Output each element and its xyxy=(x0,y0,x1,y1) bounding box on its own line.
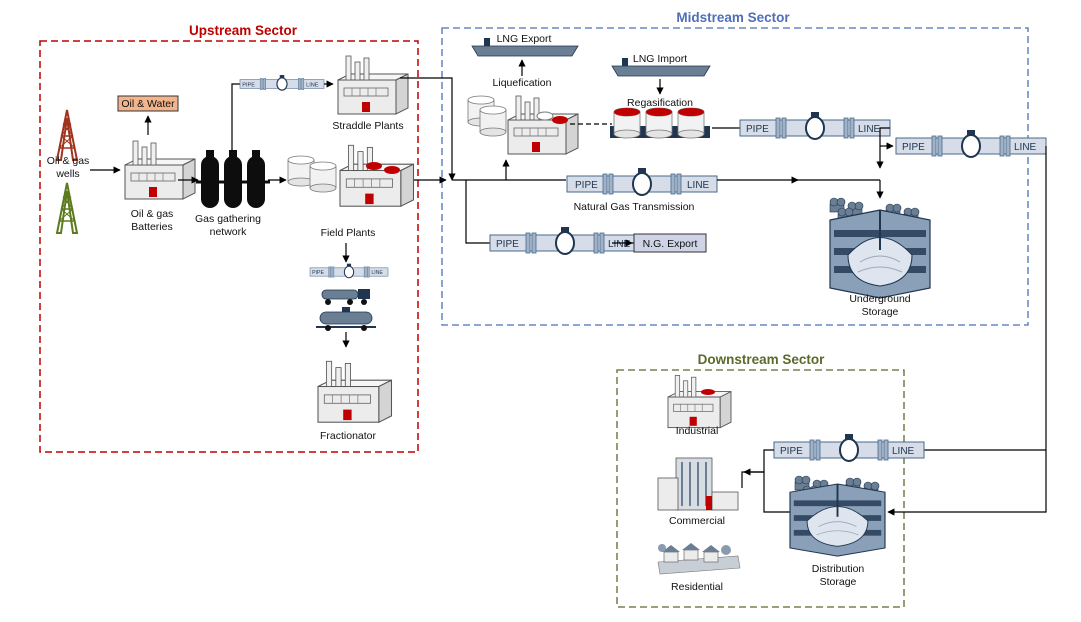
pipeline-downstream: PIPE LINE xyxy=(773,433,925,462)
gathering-label-line1: Gas gathering xyxy=(195,213,261,225)
regasification-label: Regasification xyxy=(627,97,693,109)
connector-regas-to-junction xyxy=(876,127,890,169)
arrow-to-commercial xyxy=(741,471,764,488)
midstream-sector-box xyxy=(441,27,1029,326)
tanker-truck-icon xyxy=(321,289,370,305)
lng-export-ship-icon xyxy=(471,38,579,57)
downstream-sector-box xyxy=(616,369,905,608)
svg-text:LINE: LINE xyxy=(892,446,915,457)
industrial-label: Industrial xyxy=(676,425,719,437)
svg-text:LINE: LINE xyxy=(306,82,319,88)
commercial-icon xyxy=(657,457,739,511)
straddle-plants-icon xyxy=(337,55,409,115)
svg-text:LINE: LINE xyxy=(608,239,631,250)
pipeline-to-fractionator: PIPE LINE xyxy=(309,263,389,279)
svg-text:LINE: LINE xyxy=(858,124,881,135)
pipeline-to-straddle: PIPE LINE xyxy=(239,74,325,91)
fractionator-icon xyxy=(317,360,393,423)
lng-export-label: LNG Export xyxy=(497,33,552,45)
commercial-label: Commercial xyxy=(669,515,725,527)
svg-text:PIPE: PIPE xyxy=(496,239,519,250)
svg-text:PIPE: PIPE xyxy=(575,180,598,191)
svg-text:PIPE: PIPE xyxy=(780,446,803,457)
rail-tank-car-icon xyxy=(316,307,376,331)
natural-gas-transmission-pipeline: PIPE LINE xyxy=(566,167,718,196)
svg-text:PIPE: PIPE xyxy=(746,124,769,135)
main-outbound-pipeline: PIPE LINE xyxy=(895,129,1047,158)
oil-water-box xyxy=(117,95,179,112)
svg-text:LINE: LINE xyxy=(371,270,383,276)
connector-gathering-up xyxy=(231,83,240,152)
batteries-label-line2: Batteries xyxy=(131,221,172,233)
gas-gathering-network-icon xyxy=(196,150,270,208)
distribution-storage-label-line2: Storage xyxy=(820,576,857,588)
svg-text:PIPE: PIPE xyxy=(242,82,255,88)
underground-storage-icon xyxy=(829,209,931,299)
lng-import-label: LNG Import xyxy=(633,53,687,65)
ng-export-box xyxy=(633,233,707,253)
distribution-storage-icon xyxy=(789,483,886,558)
connector-pipeline-to-consumers xyxy=(763,449,790,513)
upstream-sector-box xyxy=(39,40,419,453)
svg-text:PIPE: PIPE xyxy=(902,142,925,153)
fractionator-label: Fractionator xyxy=(320,430,377,442)
svg-text:LINE: LINE xyxy=(687,180,710,191)
straddle-label: Straddle Plants xyxy=(332,120,403,132)
liquefication-plant-icon xyxy=(467,95,579,155)
liquefication-label: Liquefication xyxy=(493,77,552,89)
wells-label-line2: wells xyxy=(55,168,79,180)
pipeline-ng-export: PIPE LINE xyxy=(489,226,641,255)
midstream-sector-title: Midstream Sector xyxy=(676,10,790,25)
residential-icon xyxy=(657,543,741,575)
underground-storage-label-line1: Underground xyxy=(849,293,910,305)
downstream-sector-title: Downstream Sector xyxy=(698,352,826,367)
svg-text:LINE: LINE xyxy=(1014,142,1037,153)
transmission-label: Natural Gas Transmission xyxy=(574,201,695,213)
industrial-icon xyxy=(667,374,732,429)
gathering-label-line2: network xyxy=(210,226,248,238)
underground-storage-label-line2: Storage xyxy=(862,306,899,318)
industrial-tank-cap xyxy=(701,389,715,395)
wells-label-line1: Oil & gas xyxy=(47,155,90,167)
residential-label: Residential xyxy=(671,581,723,593)
oil-gas-batteries-icon xyxy=(124,140,196,200)
batteries-label-line1: Oil & gas xyxy=(131,208,174,220)
oil-water-label: Oil & Water xyxy=(121,98,175,110)
connector-straddle-to-junction xyxy=(400,77,456,181)
svg-text:PIPE: PIPE xyxy=(312,270,324,276)
field-plants-label: Field Plants xyxy=(321,227,376,239)
connector-to-ng-export xyxy=(465,180,490,244)
connector-midstream-to-downstream xyxy=(887,146,1047,516)
ng-export-label: N.G. Export xyxy=(643,238,698,250)
distribution-storage-label-line1: Distribution xyxy=(812,563,865,575)
lng-import-ship-icon xyxy=(611,58,711,77)
pipeline-regasification: PIPE LINE xyxy=(739,111,891,140)
field-plants-icon xyxy=(287,144,415,207)
regasification-tanks-icon xyxy=(610,107,710,139)
upstream-sector-title: Upstream Sector xyxy=(189,23,298,38)
